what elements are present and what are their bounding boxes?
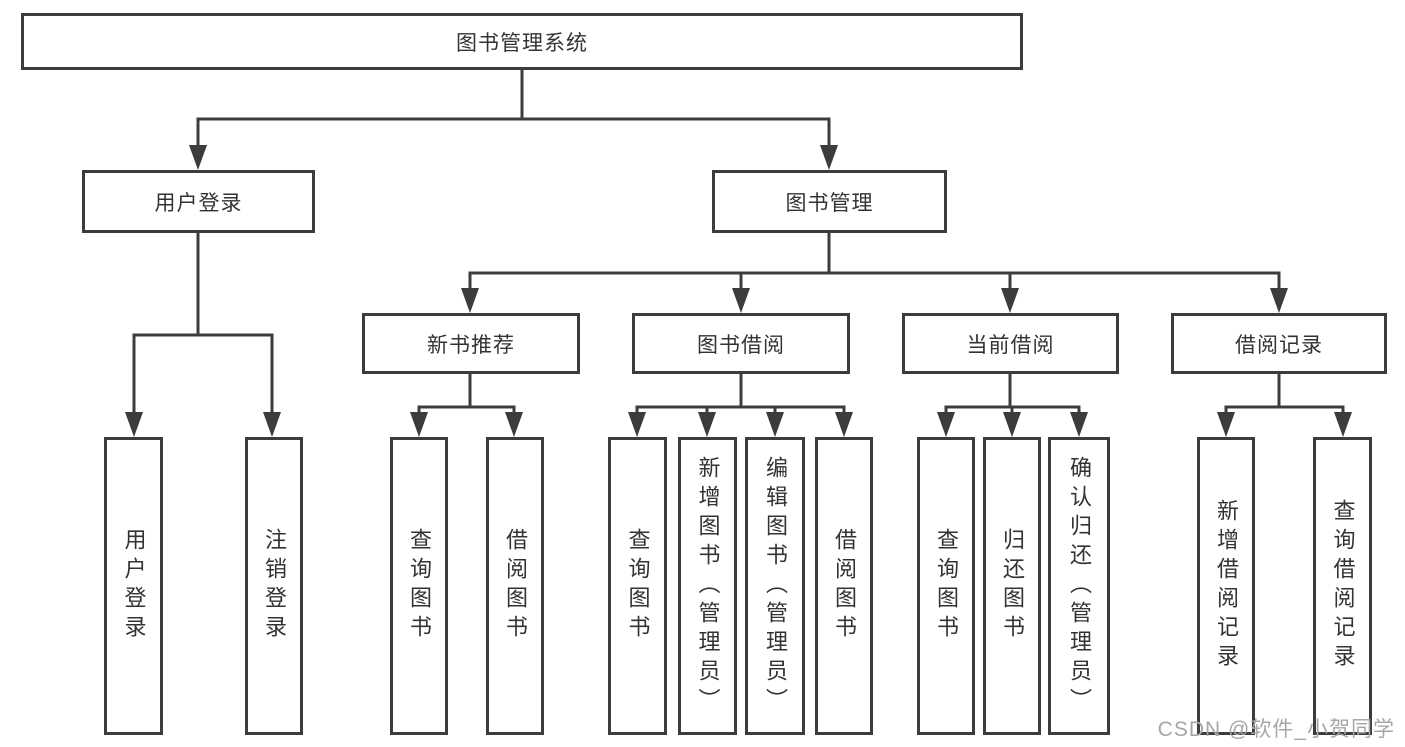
node-new-book-recommend: 新书推荐 (362, 313, 580, 374)
leaf-add-books-admin: 新增图书（管理员） (678, 437, 737, 735)
watermark: CSDN @软件_小贺同学 (1157, 718, 1395, 741)
node-root: 图书管理系统 (21, 13, 1023, 70)
node-user-login: 用户登录 (82, 170, 315, 233)
leaf-add-borrow-record: 新增借阅记录 (1197, 437, 1255, 735)
node-book-management: 图书管理 (712, 170, 947, 233)
arrowhead-icons (125, 145, 1352, 437)
leaf-query-books-borrow: 查询图书 (608, 437, 667, 735)
leaf-query-books-recommend: 查询图书 (390, 437, 448, 735)
leaf-borrow-books: 借阅图书 (815, 437, 873, 735)
leaf-confirm-return-admin: 确认归还（管理员） (1048, 437, 1110, 735)
node-borrow-records: 借阅记录 (1171, 313, 1387, 374)
node-book-borrow: 图书借阅 (632, 313, 850, 374)
leaf-return-books: 归还图书 (983, 437, 1041, 735)
leaf-query-borrow-record: 查询借阅记录 (1313, 437, 1372, 735)
leaf-edit-books-admin: 编辑图书（管理员） (745, 437, 805, 735)
leaf-user-login: 用户登录 (104, 437, 163, 735)
leaf-logout: 注销登录 (245, 437, 303, 735)
node-current-borrow: 当前借阅 (902, 313, 1119, 374)
leaf-query-books-current: 查询图书 (917, 437, 975, 735)
leaf-borrow-books-recommend: 借阅图书 (486, 437, 544, 735)
